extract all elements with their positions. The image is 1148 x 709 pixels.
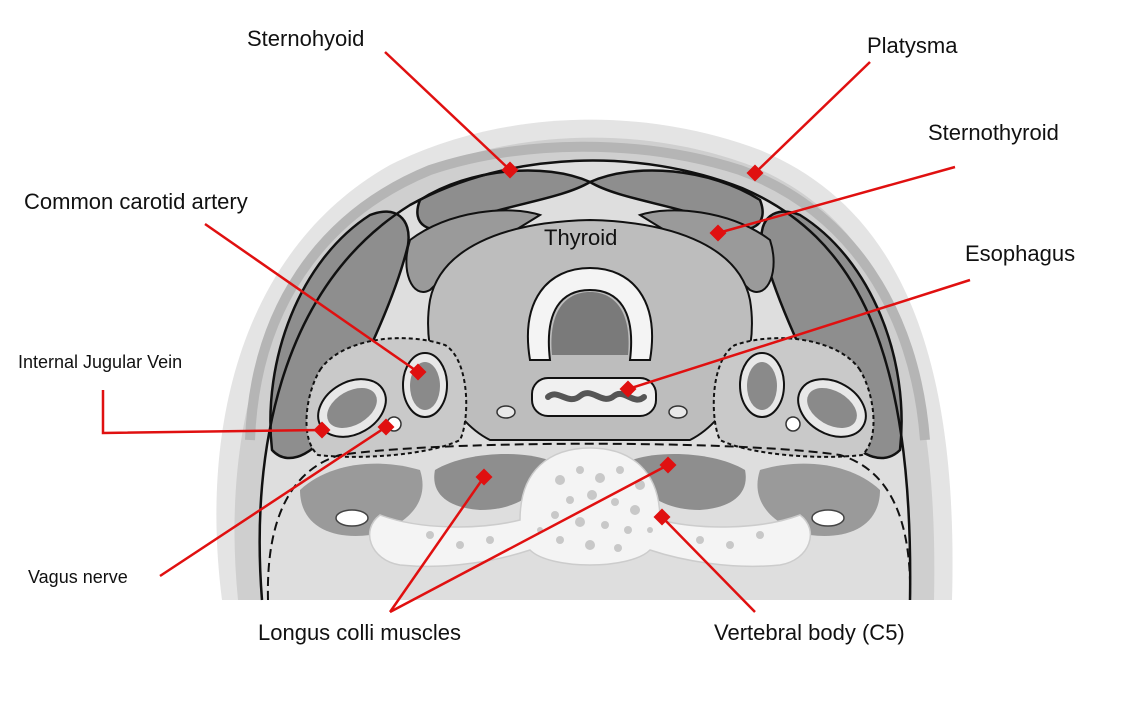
leader-vertebral-body — [661, 516, 756, 613]
right-jugular-lumen — [807, 388, 857, 428]
right-carotid-lumen — [747, 362, 777, 410]
leader-longus-colli-right — [389, 463, 669, 614]
leader-internal-jugular — [101, 390, 323, 435]
label-internal-jugular-vein: Internal Jugular Vein — [18, 352, 183, 372]
marker-common-carotid — [409, 363, 427, 381]
leader-markers — [313, 161, 764, 526]
marker-esophagus — [619, 380, 637, 398]
leader-vagus — [159, 425, 387, 578]
label-vertebral-body: Vertebral body (C5) — [714, 620, 905, 645]
label-esophagus: Esophagus — [965, 241, 1076, 266]
vertebral-trabecular-texture — [426, 466, 764, 552]
trachea-ring — [526, 266, 654, 361]
esophagus-lumen — [545, 390, 647, 403]
leader-common-carotid — [204, 222, 419, 374]
leader-longus-colli-left — [388, 476, 486, 613]
left-longus-colli — [434, 454, 548, 510]
platysma-band — [245, 141, 930, 441]
right-transverse-foramen — [811, 509, 845, 527]
marker-platysma — [746, 164, 764, 182]
right-small-vessel — [668, 405, 688, 419]
right-vagus-nerve — [785, 416, 801, 432]
marker-longus-colli-right — [659, 456, 677, 474]
leader-lines — [101, 51, 971, 614]
leader-platysma — [754, 61, 871, 174]
leader-sternothyroid — [717, 165, 956, 235]
leader-esophagus — [627, 278, 971, 391]
left-jugular-lumen — [327, 388, 377, 428]
left-transverse-foramen — [335, 509, 369, 527]
leader-sternohyoid — [384, 51, 511, 171]
marker-vagus — [377, 418, 395, 436]
investing-fascia-outline — [258, 159, 912, 601]
label-platysma: Platysma — [867, 33, 958, 58]
label-sternothyroid: Sternothyroid — [928, 120, 1059, 145]
marker-sternothyroid — [709, 224, 727, 242]
left-small-vessel — [496, 405, 516, 419]
left-posterior-muscle — [300, 463, 423, 536]
marker-longus-colli-left — [475, 468, 493, 486]
label-common-carotid-artery: Common carotid artery — [24, 189, 248, 214]
label-vagus-nerve: Vagus nerve — [28, 567, 128, 587]
neck-cross-section-illustration — [216, 119, 953, 601]
label-sternohyoid: Sternohyoid — [247, 26, 365, 51]
marker-vertebral-body — [653, 508, 671, 526]
marker-sternohyoid — [501, 161, 519, 179]
trachea-lumen — [551, 292, 629, 355]
marker-internal-jugular — [313, 421, 331, 439]
label-thyroid: Thyroid — [544, 225, 618, 250]
right-posterior-muscle — [757, 463, 880, 536]
label-longus-colli-muscles: Longus colli muscles — [258, 620, 461, 645]
